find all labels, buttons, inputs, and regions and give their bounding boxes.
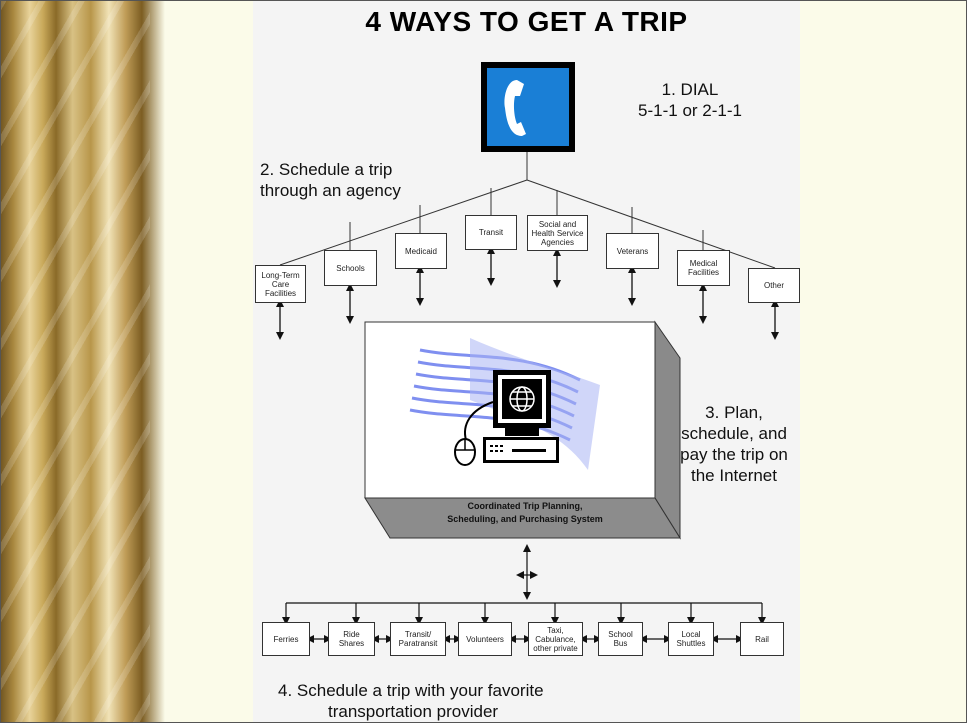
globe-icon [509, 386, 535, 412]
provider-box-local-shuttles: Local Shuttles [668, 622, 714, 656]
phone-icon [481, 62, 575, 152]
provider-box-rail: Rail [740, 622, 784, 656]
agency-box-transit: Transit [465, 215, 517, 250]
decorative-pillar [0, 0, 165, 723]
step4-line2: transportation provider [328, 702, 499, 721]
step2-label: 2. Schedule a trip through an agency [260, 159, 440, 201]
agency-box-social-health: Social and Health Service Agencies [527, 215, 588, 251]
step1-line1: 1. DIAL [661, 80, 719, 99]
step2-line2: through an agency [260, 181, 401, 200]
provider-box-ride-shares: Ride Shares [328, 622, 375, 656]
step3-line2: schedule, and [681, 424, 787, 443]
step3-line1: 3. Plan, [705, 403, 763, 422]
pillar-texture [0, 0, 150, 723]
provider-box-taxi: Taxi, Cabulance, other private [528, 622, 583, 656]
step3-line3: pay the trip on [680, 445, 788, 464]
agency-arrows [276, 246, 779, 340]
step3-label: 3. Plan, schedule, and pay the trip on t… [668, 402, 800, 486]
provider-box-volunteers: Volunteers [458, 622, 512, 656]
step4-line1: 4. Schedule a trip with your favorite [278, 681, 544, 700]
slide-title: 4 WAYS TO GET A TRIP [365, 6, 688, 37]
agency-box-schools: Schools [324, 250, 377, 286]
computer-icon [409, 338, 600, 470]
step2-line1: 2. Schedule a trip [260, 160, 393, 179]
step4-label: 4. Schedule a trip with your favorite tr… [278, 680, 608, 722]
agency-box-medicaid: Medicaid [395, 233, 447, 269]
step1-label: 1. DIAL 5-1-1 or 2-1-1 [630, 79, 750, 121]
agency-box-other: Other [748, 268, 800, 303]
provider-tree [282, 544, 766, 625]
agency-tree [279, 152, 776, 269]
system-caption: Coordinated Trip Planning, Scheduling, a… [447, 501, 603, 524]
step3-line4: the Internet [690, 466, 777, 485]
agency-box-long-term-care: Long-Term Care Facilities [255, 265, 306, 303]
agency-box-veterans: Veterans [606, 233, 659, 269]
provider-box-school-bus: School Bus [598, 622, 643, 656]
agency-box-medical-facilities: Medical Facilities [677, 250, 730, 286]
provider-box-ferries: Ferries [262, 622, 310, 656]
step1-line2: 5-1-1 or 2-1-1 [638, 101, 742, 120]
provider-box-transit-paratransit: Transit/ Paratransit [390, 622, 446, 656]
